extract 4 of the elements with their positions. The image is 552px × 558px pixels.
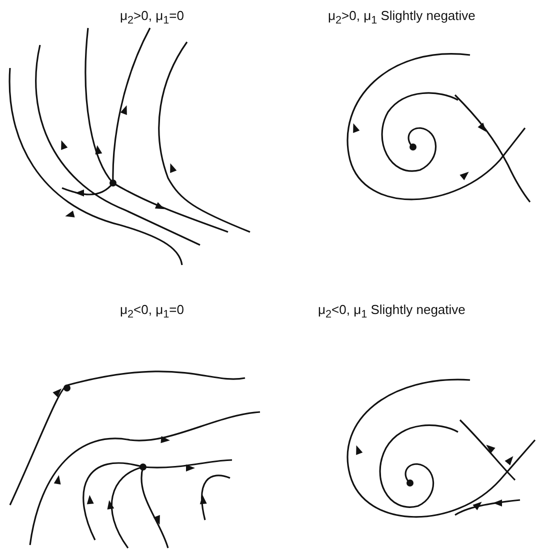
- panel-title: μ$_{2}$>0, μ$_{1}$ Slightly negative: [328, 8, 476, 27]
- panel-title: μ$_{2}$>0, μ$_{1}$=0: [120, 8, 184, 27]
- panel-title: μ$_{2}$<0, μ$_{1}$ Slightly negative: [318, 302, 466, 321]
- panel-title: μ$_{2}$<0, μ$_{1}$=0: [120, 302, 184, 321]
